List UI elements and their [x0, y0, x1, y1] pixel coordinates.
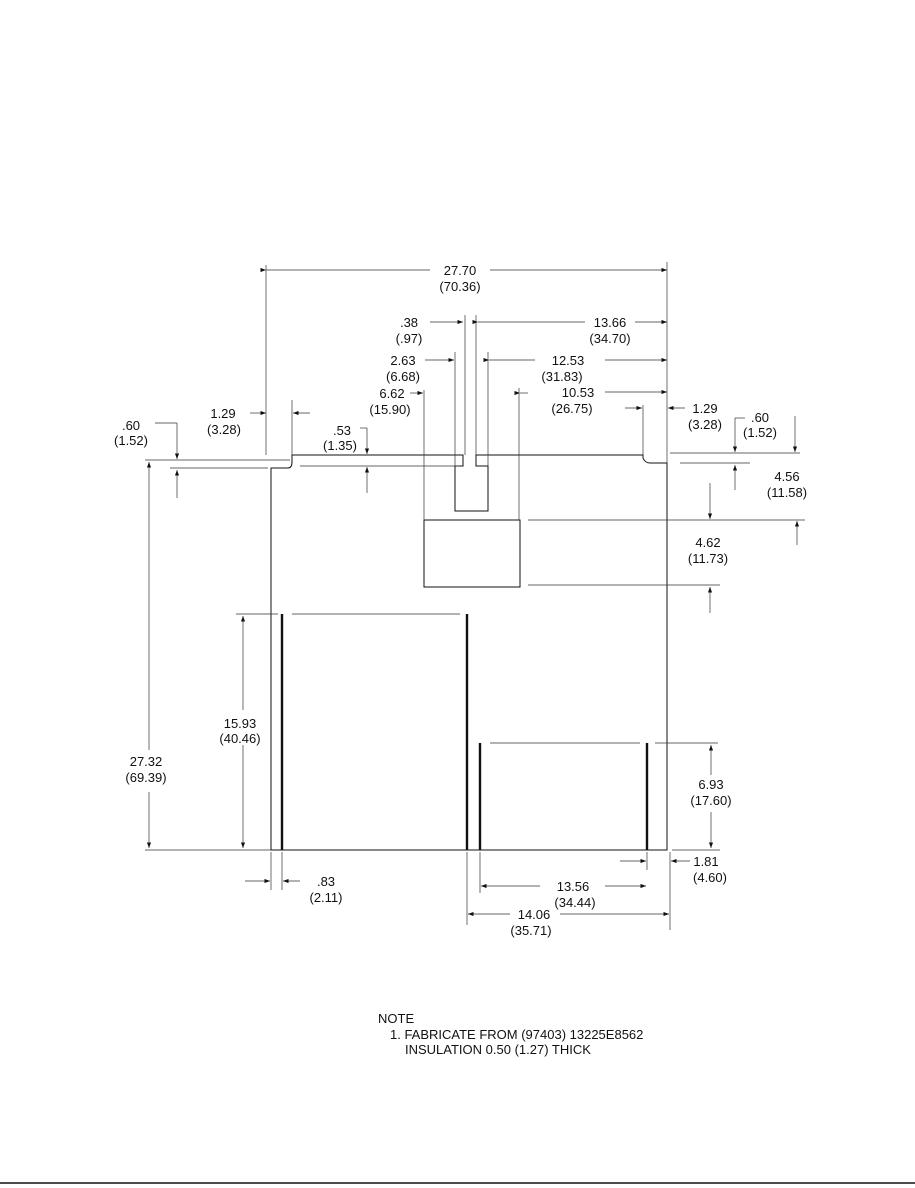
svg-text:4.56: 4.56: [774, 469, 799, 484]
svg-text:13.56: 13.56: [557, 879, 590, 894]
svg-text:(15.90): (15.90): [369, 402, 410, 417]
svg-text:(35.71): (35.71): [510, 923, 551, 938]
rect-cutout: [423, 519, 521, 588]
dim-left-slot-offset: .83(2.11): [310, 874, 343, 905]
svg-text:6.93: 6.93: [698, 777, 723, 792]
svg-text:(34.44): (34.44): [554, 895, 595, 910]
dim-left-notch-width: 1.29(3.28): [207, 406, 241, 437]
dim-tab-depth: .53(1.35): [323, 423, 357, 453]
svg-text:13.66: 13.66: [594, 315, 627, 330]
svg-text:1.29: 1.29: [692, 401, 717, 416]
part-outline: [270, 454, 668, 851]
svg-text:(34.70): (34.70): [589, 331, 630, 346]
dim-slot-to-right: 13.66(34.70): [589, 315, 630, 346]
drawing-note: NOTE 1. FABRICATE FROM (97403) 13225E856…: [378, 1011, 643, 1057]
svg-text:2.63: 2.63: [390, 353, 415, 368]
svg-text:6.62: 6.62: [379, 386, 404, 401]
svg-text:1.29: 1.29: [210, 406, 235, 421]
svg-text:(1.35): (1.35): [323, 438, 357, 453]
dim-overall-height: 27.32(69.39): [125, 754, 166, 785]
svg-text:1. FABRICATE FROM (97403) 1322: 1. FABRICATE FROM (97403) 13225E8562: [390, 1027, 643, 1042]
dim-cutout-top: 4.56(11.58): [767, 469, 807, 500]
svg-text:(3.28): (3.28): [688, 417, 722, 432]
svg-text:(70.36): (70.36): [439, 279, 480, 294]
svg-text:10.53: 10.53: [562, 385, 595, 400]
dim-right-notch-width: 1.29(3.28): [688, 401, 722, 432]
svg-text:27.32: 27.32: [130, 754, 163, 769]
svg-text:INSULATION 0.50 (1.27) THICK: INSULATION 0.50 (1.27) THICK: [405, 1042, 591, 1057]
dim-right-notch-depth: .60(1.52): [743, 410, 777, 440]
svg-text:4.62: 4.62: [695, 535, 720, 550]
dim-left-notch-depth: .60(1.52): [114, 418, 148, 448]
svg-text:1.81: 1.81: [693, 854, 718, 869]
svg-text:NOTE: NOTE: [378, 1011, 414, 1026]
svg-text:14.06: 14.06: [518, 907, 551, 922]
svg-text:(1.52): (1.52): [743, 425, 777, 440]
svg-text:(1.52): (1.52): [114, 433, 148, 448]
svg-text:(4.60): (4.60): [693, 870, 727, 885]
dim-right-slot-offset: 1.81(4.60): [693, 854, 727, 885]
svg-text:12.53: 12.53: [552, 353, 585, 368]
svg-text:(11.73): (11.73): [688, 551, 728, 566]
dim-right-section-width: 14.06(35.71): [510, 907, 551, 938]
dim-tab-width: 2.63(6.68): [386, 353, 420, 384]
svg-text:.60: .60: [751, 410, 769, 425]
dim-cutout-height: 4.62(11.73): [688, 535, 728, 566]
dim-slot-width: .38(.97): [396, 315, 423, 346]
svg-text:27.70: 27.70: [444, 263, 477, 278]
svg-text:.83: .83: [317, 874, 335, 889]
svg-text:.60: .60: [122, 418, 140, 433]
svg-text:(3.28): (3.28): [207, 422, 241, 437]
svg-text:(26.75): (26.75): [551, 401, 592, 416]
dim-tab-to-right: 12.53(31.83): [541, 353, 584, 384]
svg-text:(31.83): (31.83): [541, 369, 582, 384]
dim-left-slot-height: 15.93(40.46): [219, 716, 260, 746]
dim-overall-width: 27.70(70.36): [439, 263, 480, 294]
svg-text:.38: .38: [400, 315, 418, 330]
svg-text:(11.58): (11.58): [767, 485, 807, 500]
svg-text:(.97): (.97): [396, 331, 423, 346]
svg-text:(2.11): (2.11): [310, 890, 343, 905]
svg-text:(69.39): (69.39): [125, 770, 166, 785]
svg-text:.53: .53: [333, 423, 351, 438]
dim-cutout-to-right: 10.53(26.75): [551, 385, 594, 416]
dimension-lines: [145, 262, 805, 930]
dim-right-slots-span: 13.56(34.44): [554, 879, 595, 910]
dim-right-slot-height: 6.93(17.60): [690, 777, 731, 808]
svg-text:(40.46): (40.46): [219, 731, 260, 746]
dim-cutout-left: 6.62(15.90): [369, 386, 410, 417]
svg-text:(6.68): (6.68): [386, 369, 420, 384]
svg-text:(17.60): (17.60): [690, 793, 731, 808]
svg-text:15.93: 15.93: [224, 716, 257, 731]
